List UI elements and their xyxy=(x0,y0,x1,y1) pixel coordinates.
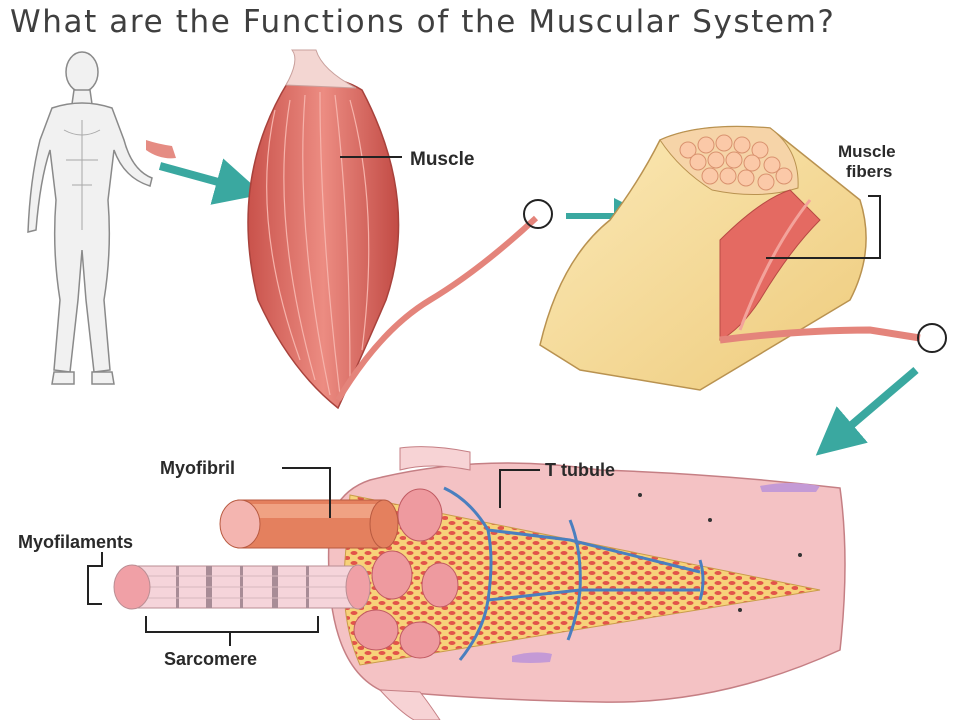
myofilaments-label: Myofilaments xyxy=(18,532,133,552)
muscle-label: Muscle xyxy=(410,149,474,170)
myofilaments-bracket xyxy=(87,552,103,605)
myofibril-cylinder xyxy=(219,499,399,549)
muscle-fiber-illustration xyxy=(327,446,846,720)
myofibril-leader-line xyxy=(282,467,331,518)
slide-title: What are the Functions of the Muscular S… xyxy=(10,4,836,40)
muscle-fibers-leader-line xyxy=(766,195,881,259)
teal-arrow-3 xyxy=(815,366,919,456)
sarcomere-label: Sarcomere xyxy=(164,649,257,669)
t-tubule-leader-line xyxy=(499,469,540,508)
myofibril-label: Myofibril xyxy=(160,458,235,478)
t-tubule-label: T tubule xyxy=(545,460,615,480)
sarcomere-bracket xyxy=(145,616,319,646)
muscle-fibers-label-line2: fibers xyxy=(846,162,892,181)
forearm-highlight xyxy=(146,140,176,159)
human-figure xyxy=(27,51,153,385)
muscle-fibers-label-line1: Muscle xyxy=(838,142,896,161)
myofilament-cylinder xyxy=(113,564,371,610)
teal-arrow-1 xyxy=(158,158,264,205)
fascicle-illustration xyxy=(539,125,947,391)
muscle-illustration xyxy=(247,49,553,410)
zoom-circle-muscle xyxy=(523,199,553,229)
zoom-circle-fiber xyxy=(917,323,947,353)
